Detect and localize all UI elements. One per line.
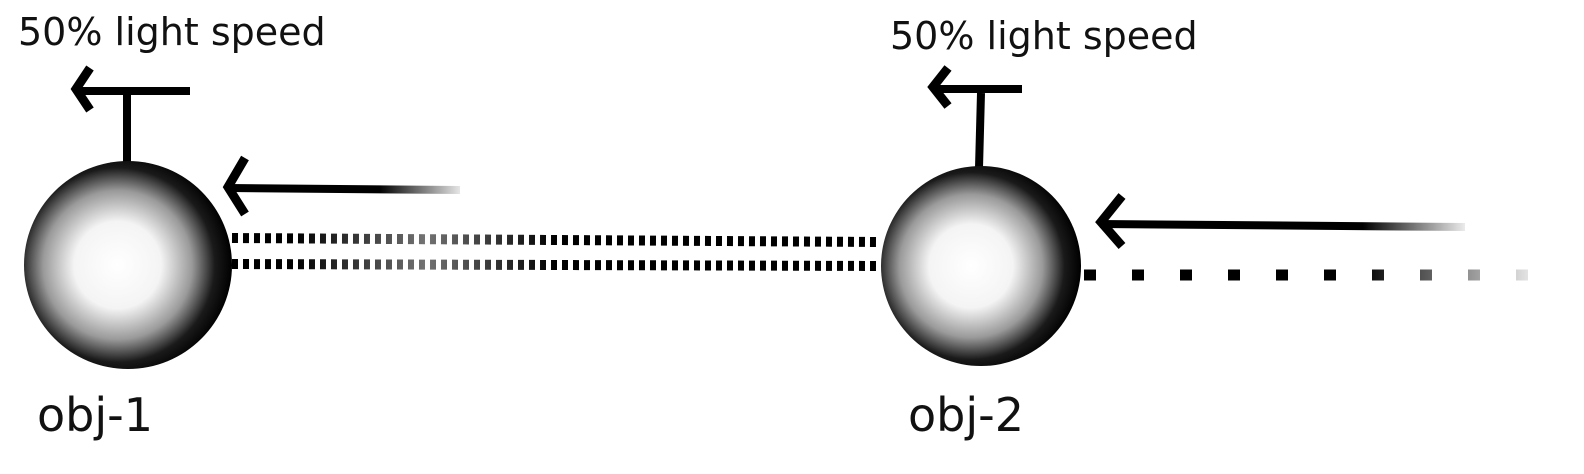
- obj-1-velocity-arrow: [70, 65, 190, 168]
- obj-1-incoming-light-arrow: [222, 155, 461, 217]
- obj-1-speed-label: 50% light speed: [18, 10, 326, 54]
- obj-2-speed-label: 50% light speed: [890, 14, 1198, 58]
- obj-1-label: obj-1: [37, 388, 153, 442]
- dotted-link-between-objects: [231, 233, 881, 271]
- obj-2-label: obj-2: [908, 388, 1024, 442]
- obj-2-incoming-light-arrow: [1095, 193, 1466, 249]
- obj-1-sphere: [24, 161, 232, 369]
- obj-2-velocity-arrow: [927, 65, 1022, 169]
- obj-2-sphere: [881, 166, 1081, 366]
